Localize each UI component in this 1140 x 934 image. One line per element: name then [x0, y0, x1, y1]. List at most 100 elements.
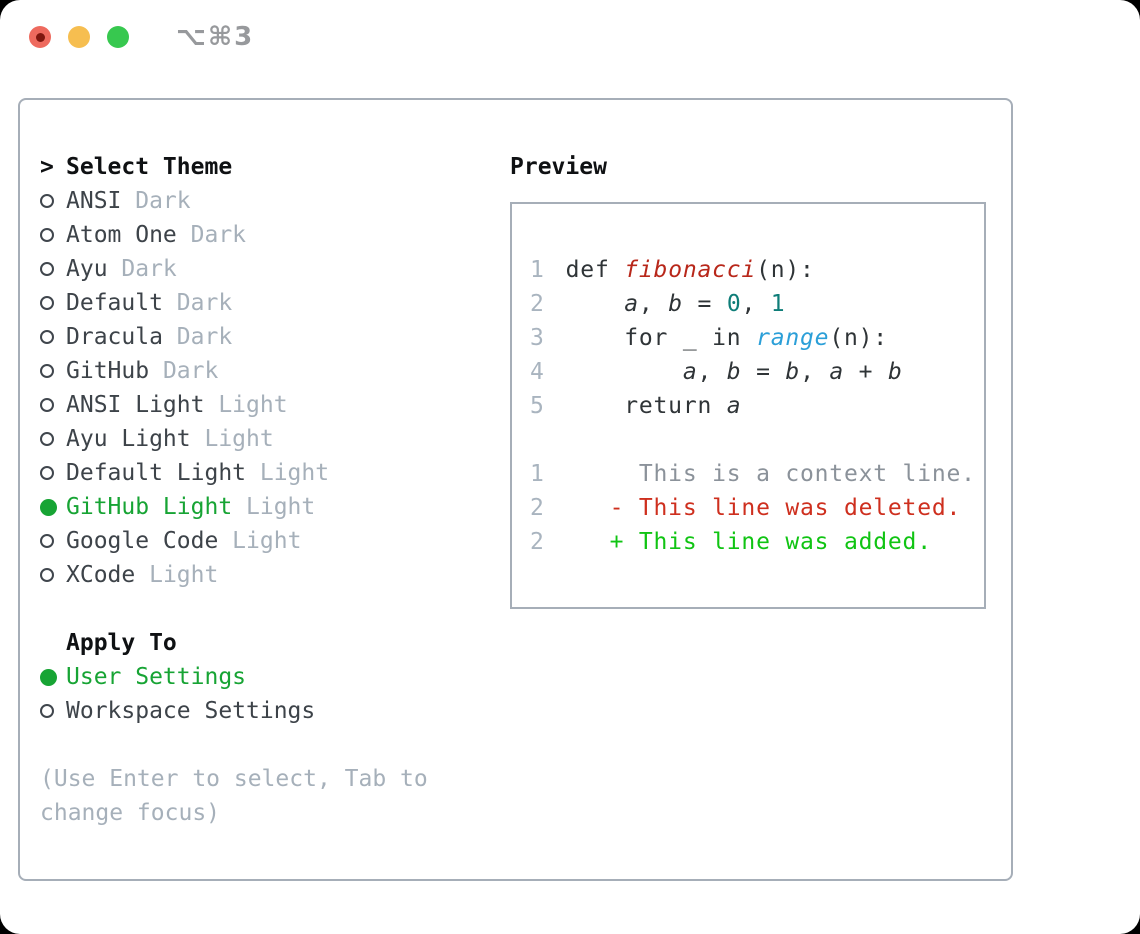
radio-circle-icon: [40, 498, 57, 516]
code-text: + This line was added.: [566, 525, 932, 559]
token-var: a: [829, 359, 845, 385]
radio-circle-icon: [40, 296, 54, 310]
token-code: [566, 291, 625, 317]
token-code: ,: [741, 291, 771, 317]
preview-code-line: 4 a, b = b, a + b: [530, 355, 984, 389]
radio-unselected-icon: [40, 262, 66, 276]
theme-option-label: Default Light: [66, 460, 247, 486]
radio-unselected-icon: [40, 568, 66, 582]
apply-option-user-settings[interactable]: User Settings: [40, 660, 500, 694]
spacer: [40, 592, 500, 626]
token-code: def: [565, 257, 625, 283]
theme-option-variant-tag: Dark: [176, 222, 247, 248]
line-number: 1: [530, 257, 545, 283]
radio-circle-icon: [40, 194, 54, 208]
token-var: b: [785, 359, 801, 385]
line-number: 4: [530, 359, 545, 385]
keyboard-hint-line-1: (Use Enter to select, Tab to: [40, 766, 428, 792]
theme-option-variant-tag: Dark: [162, 324, 233, 350]
token-code: =: [682, 291, 727, 317]
theme-option-variant-tag: Light: [204, 392, 288, 418]
theme-option-variant-tag: Dark: [149, 358, 219, 384]
token-code: =: [741, 359, 786, 385]
token-code: ,: [800, 359, 830, 385]
radio-circle-icon: [40, 330, 54, 344]
token-code: return: [565, 393, 727, 419]
theme-option-ayu[interactable]: Ayu Dark: [40, 252, 500, 286]
theme-option-default[interactable]: Default Dark: [40, 286, 500, 320]
theme-option-label: ANSI Light: [66, 392, 205, 418]
code-text: This is a context line.: [566, 457, 976, 491]
theme-option-dracula[interactable]: Dracula Dark: [40, 320, 500, 354]
radio-unselected-icon: [40, 194, 66, 208]
radio-unselected-icon: [40, 466, 66, 480]
preview-code-line: 3 for _ in range(n):: [530, 321, 984, 355]
theme-option-ansi[interactable]: ANSI Dark: [40, 184, 500, 218]
theme-option-label: Ayu: [66, 256, 108, 282]
theme-option-variant-tag: Light: [190, 426, 274, 452]
radio-unselected-icon: [40, 330, 66, 344]
close-inner-dot-icon: [35, 32, 45, 42]
theme-option-variant-tag: Light: [246, 460, 330, 486]
preview-code-line: 2 a, b = 0, 1: [530, 287, 984, 321]
minimize-traffic-light-icon[interactable]: [68, 26, 90, 48]
theme-option-label: Atom One: [66, 222, 177, 248]
token-add: + This line was added.: [565, 529, 932, 555]
preview-code-line: [530, 423, 984, 457]
preview-code-line: 2 - This line was deleted.: [530, 491, 984, 525]
preview-code-line: 1 This is a context line.: [530, 457, 984, 491]
theme-option-github[interactable]: GitHub Dark: [40, 354, 500, 388]
apply-option-label: User Settings: [66, 664, 247, 690]
token-code: ,: [638, 291, 669, 317]
theme-option-xcode[interactable]: XCode Light: [40, 558, 500, 592]
select-theme-title: Select Theme: [66, 154, 233, 180]
token-code: [566, 359, 683, 385]
preview-code-line: 5 return a: [530, 389, 984, 423]
theme-option-google-code[interactable]: Google Code Light: [40, 524, 500, 558]
code-text: return a: [566, 389, 742, 423]
theme-option-variant-tag: Dark: [162, 290, 233, 316]
keyboard-hint-line-2: change focus): [40, 800, 221, 826]
apply-option-label: Workspace Settings: [66, 698, 316, 724]
token-code: ,: [697, 359, 727, 385]
theme-option-ayu-light[interactable]: Ayu Light Light: [40, 422, 500, 456]
radio-circle-icon: [40, 262, 54, 276]
code-text: - This line was deleted.: [566, 491, 961, 525]
close-traffic-light-icon[interactable]: [29, 26, 51, 48]
apply-option-workspace-settings[interactable]: Workspace Settings: [40, 694, 500, 728]
radio-circle-icon: [40, 432, 54, 446]
line-number: 2: [530, 529, 545, 555]
code-text: a, b = b, a + b: [566, 355, 903, 389]
spacer: [40, 728, 500, 762]
radio-unselected-icon: [40, 296, 66, 310]
theme-option-atom-one[interactable]: Atom One Dark: [40, 218, 500, 252]
token-code: (n):: [756, 257, 815, 283]
theme-option-ansi-light[interactable]: ANSI Light Light: [40, 388, 500, 422]
token-var: a: [726, 393, 742, 419]
theme-option-github-light[interactable]: GitHub Light Light: [40, 490, 500, 524]
theme-option-variant-tag: Dark: [121, 188, 191, 214]
code-text: a, b = 0, 1: [566, 287, 786, 321]
radio-circle-icon: [40, 228, 54, 242]
token-num: 0: [726, 291, 742, 317]
preview-title: Preview: [510, 154, 607, 180]
theme-option-label: Ayu Light: [66, 426, 191, 452]
token-var: a: [624, 291, 639, 317]
keyboard-hint: (Use Enter to select, Tab to change focu…: [40, 762, 500, 830]
token-var: b: [668, 291, 683, 317]
theme-option-variant-tag: Dark: [107, 256, 177, 282]
token-var: b: [726, 359, 742, 385]
line-number: 5: [530, 393, 545, 419]
zoom-traffic-light-icon[interactable]: [107, 26, 129, 48]
prompt-caret-icon: >: [40, 154, 54, 180]
apply-to-title: Apply To: [66, 630, 177, 656]
theme-option-default-light[interactable]: Default Light Light: [40, 456, 500, 490]
